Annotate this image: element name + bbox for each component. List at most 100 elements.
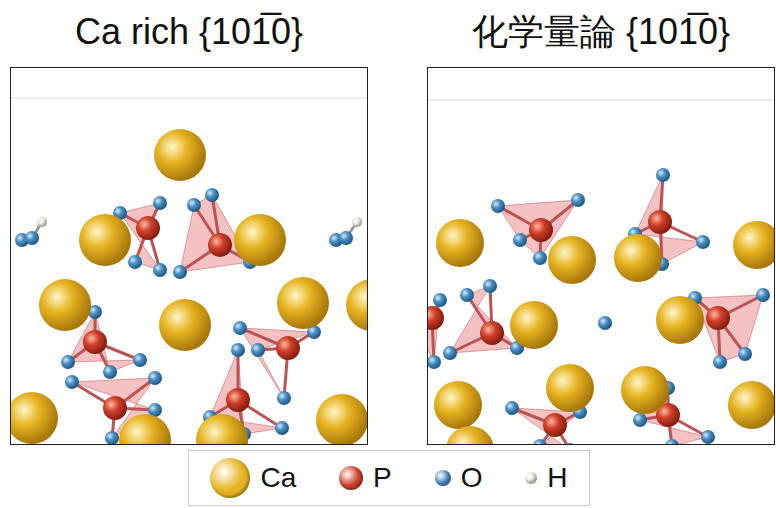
panel-title: Ca rich {101̅0} <box>0 10 387 54</box>
calcium-atom <box>79 214 131 266</box>
calcium-atom <box>159 299 211 351</box>
phosphorus-atom <box>208 233 232 257</box>
legend-label: O <box>461 462 483 494</box>
legend-label: H <box>547 462 567 494</box>
tetrahedron <box>240 328 314 398</box>
panel-title: 化学量論 {101̅0} <box>408 10 776 54</box>
oxygen-atom <box>433 293 447 307</box>
phosphorus-atom <box>428 306 444 330</box>
oxygen-atom <box>128 255 142 269</box>
phosphorus-atom <box>529 218 553 242</box>
calcium-atom <box>434 381 482 429</box>
legend-item: H <box>525 462 567 494</box>
legend-label: Ca <box>260 462 296 494</box>
oxygen-atom <box>65 375 79 389</box>
calcium-atom <box>614 234 662 282</box>
calcium-atom <box>548 236 596 284</box>
calcium-atom <box>39 279 91 331</box>
legend-item: Ca <box>210 458 296 498</box>
calcium-atom <box>733 221 774 269</box>
oxygen-atom <box>339 231 353 245</box>
oxygen-atom <box>61 355 75 369</box>
phosphorus-atom <box>480 321 504 345</box>
oxygen-atom <box>105 431 119 444</box>
oxygen-atom <box>656 168 670 182</box>
oxygen-atom <box>598 316 612 330</box>
tetrahedron <box>512 408 580 444</box>
calcium-atom <box>656 296 704 344</box>
oxygen-atom <box>460 288 474 302</box>
oxygen-atom <box>103 365 117 379</box>
tetrahedron <box>450 286 517 353</box>
calcium-atom <box>436 219 484 267</box>
oxygen-atom <box>513 233 527 247</box>
oxygen-atom <box>231 343 245 357</box>
oxygen-atom <box>505 401 519 415</box>
stoichiometric-structure <box>428 100 774 444</box>
structure-panel: 化学量論 {101̅0} <box>427 67 775 445</box>
calcium-atom <box>119 414 171 444</box>
phosphorus-atom <box>83 330 107 354</box>
calcium-atom <box>621 366 669 414</box>
oxygen-atom <box>633 413 647 427</box>
oxygen-atom <box>563 443 577 444</box>
oxygen-atom <box>491 199 505 213</box>
ca-rich-structure <box>11 98 367 444</box>
oxygen-atom <box>233 321 247 335</box>
legend-item: P <box>339 462 392 494</box>
hydrogen-atom <box>37 217 47 227</box>
oxygen-atom <box>665 439 679 444</box>
calcium-atom <box>728 381 774 429</box>
calcium-atom <box>234 214 286 266</box>
phosphorus-atom <box>136 216 160 240</box>
structure-panel: Ca rich {101̅0} <box>10 67 368 445</box>
legend-swatch <box>210 458 250 498</box>
oxygen-atom <box>148 371 162 385</box>
phosphorus-atom <box>226 388 250 412</box>
phosphorus-atom <box>276 336 300 360</box>
oxygen-atom <box>701 430 715 444</box>
legend-swatch <box>339 466 363 490</box>
oxygen-atom <box>713 355 727 369</box>
hydrogen-atom <box>352 217 362 227</box>
oxygen-atom <box>443 346 457 360</box>
calcium-atom <box>446 426 494 444</box>
tetrahedron <box>695 295 763 362</box>
legend-swatch <box>435 470 451 486</box>
calcium-atom <box>316 394 367 444</box>
oxygen-atom <box>756 288 770 302</box>
oxygen-atom <box>275 421 289 435</box>
calcium-atom <box>546 364 594 412</box>
phosphorus-atom <box>648 210 672 234</box>
oxygen-atom <box>173 265 187 279</box>
oxygen-atom <box>25 231 39 245</box>
oxygen-atom <box>738 347 752 361</box>
oxygen-atom <box>571 193 585 207</box>
legend-swatch <box>525 472 537 484</box>
calcium-atom <box>346 279 367 331</box>
oxygen-atom <box>205 188 219 202</box>
oxygen-atom <box>533 439 547 444</box>
phosphorus-atom <box>103 396 127 420</box>
oxygen-atom <box>428 355 441 369</box>
oxygen-atom <box>696 235 710 249</box>
calcium-atom <box>11 392 58 444</box>
oxygen-atom <box>483 279 497 293</box>
oxygen-atom <box>533 251 547 265</box>
legend-box: Ca P O H <box>188 450 590 506</box>
oxygen-atom <box>133 353 147 367</box>
oxygen-atom <box>277 391 291 405</box>
oxygen-atom <box>153 196 167 210</box>
calcium-atom <box>196 414 248 444</box>
calcium-atom <box>154 129 206 181</box>
legend-label: P <box>373 462 392 494</box>
oxygen-atom <box>153 263 167 277</box>
calcium-atom <box>510 301 558 349</box>
phosphorus-atom <box>706 306 730 330</box>
oxygen-atom <box>187 198 201 212</box>
oxygen-atom <box>251 343 265 357</box>
calcium-atom <box>277 277 329 329</box>
phosphorus-atom <box>543 413 567 437</box>
legend-item: O <box>435 462 483 494</box>
